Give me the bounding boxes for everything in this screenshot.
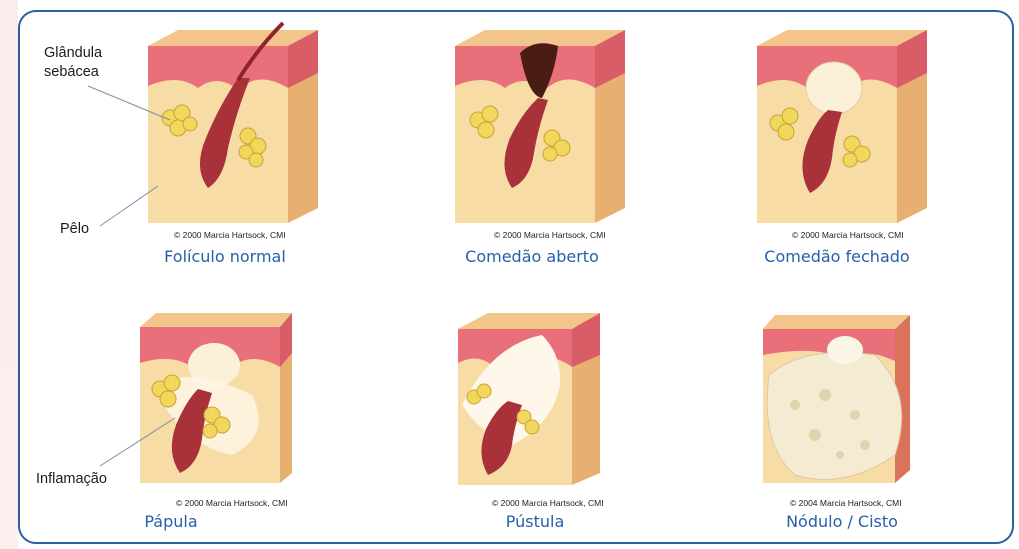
closed-comedo-illustration — [752, 18, 982, 228]
copyright-notice: © 2000 Marcia Hartsock, CMI — [494, 230, 606, 240]
label-sebaceous-gland-line1: Glândula — [44, 44, 102, 63]
copyright-notice: © 2000 Marcia Hartsock, CMI — [176, 498, 288, 508]
caption-closed-comedo: Comedão fechado — [722, 247, 952, 266]
caption-normal-follicle: Folículo normal — [110, 247, 340, 266]
copyright-notice: © 2004 Marcia Hartsock, CMI — [790, 498, 902, 508]
open-comedo-illustration — [450, 18, 680, 228]
panel-open-comedo: © 2000 Marcia Hartsock, CMI Comedão aber… — [450, 18, 680, 258]
caption-open-comedo: Comedão aberto — [417, 247, 647, 266]
nodule-cyst-illustration — [755, 305, 985, 495]
normal-follicle-illustration — [138, 18, 368, 228]
panel-pustule: © 2000 Marcia Hartsock, CMI Pústula — [452, 305, 682, 545]
papule-illustration — [132, 305, 362, 495]
pustule-illustration — [452, 305, 682, 495]
label-sebaceous-gland-line2: sebácea — [44, 63, 102, 82]
caption-nodule-cyst: Nódulo / Cisto — [727, 512, 957, 531]
label-sebaceous-gland: Glândula sebácea — [44, 44, 102, 82]
panel-papule: © 2000 Marcia Hartsock, CMI Pápula — [132, 305, 362, 545]
left-margin-strip — [0, 0, 18, 549]
copyright-notice: © 2000 Marcia Hartsock, CMI — [792, 230, 904, 240]
panel-nodule-cyst: © 2004 Marcia Hartsock, CMI Nódulo / Cis… — [755, 305, 985, 545]
label-inflammation: Inflamação — [36, 470, 107, 489]
label-hair: Pêlo — [60, 220, 89, 239]
copyright-notice: © 2000 Marcia Hartsock, CMI — [492, 498, 604, 508]
copyright-notice: © 2000 Marcia Hartsock, CMI — [174, 230, 286, 240]
panel-normal-follicle: © 2000 Marcia Hartsock, CMI Folículo nor… — [138, 18, 368, 258]
panel-closed-comedo: © 2000 Marcia Hartsock, CMI Comedão fech… — [752, 18, 982, 258]
caption-papule: Pápula — [56, 512, 286, 531]
caption-pustule: Pústula — [420, 512, 650, 531]
